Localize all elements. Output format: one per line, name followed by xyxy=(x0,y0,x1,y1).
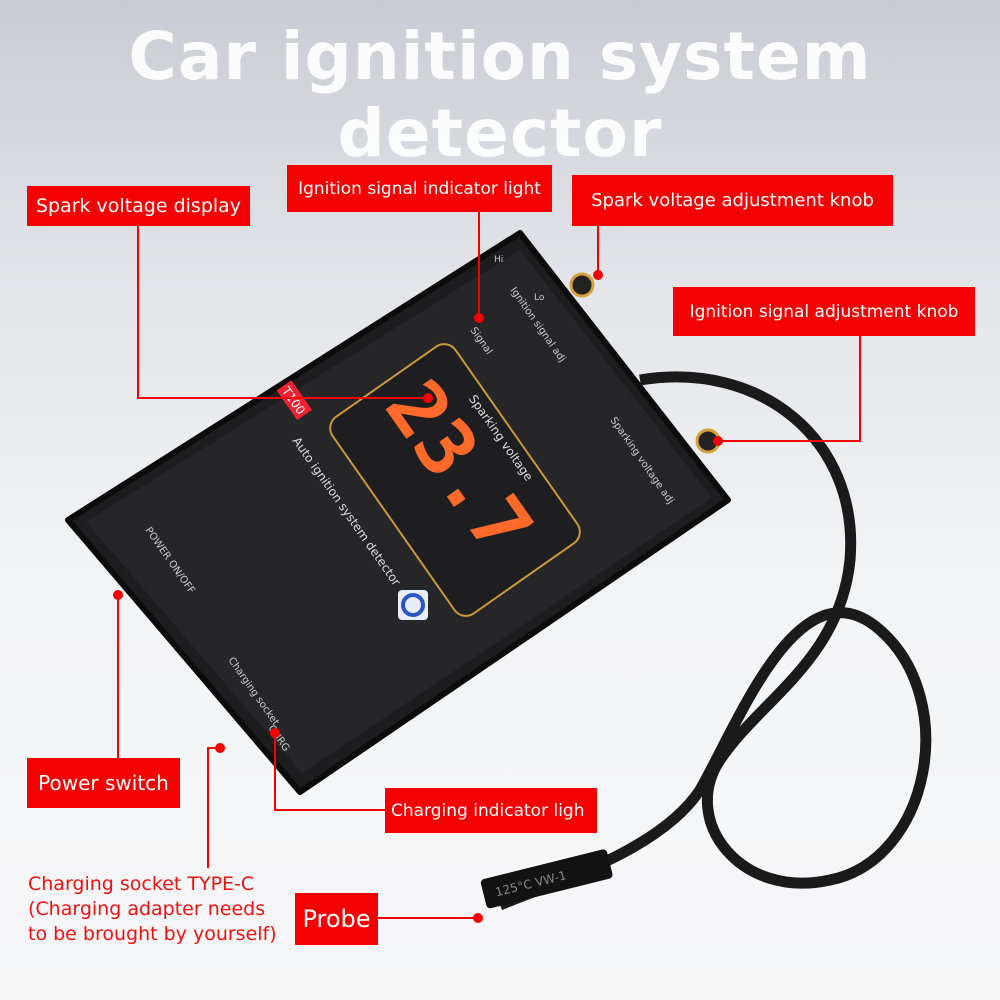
callout-probe: Probe xyxy=(295,893,378,945)
lo-label: Lo xyxy=(534,293,545,303)
callout-charging-socket: Charging socket TYPE-C (Charging adapter… xyxy=(28,872,277,947)
callout-ignition-signal-indicator: Ignition signal indicator light xyxy=(287,165,552,212)
ignition-signal-knob[interactable] xyxy=(569,272,595,298)
display-frame xyxy=(329,343,581,617)
probe: 125°C VW-1 xyxy=(480,849,613,909)
charging-socket-line-3: to be brought by yourself) xyxy=(28,923,277,945)
page-title: Car ignition system detector xyxy=(128,18,872,172)
callout-spark-voltage-knob: Spark voltage adjustment knob xyxy=(572,175,893,226)
callout-ignition-signal-knob: Ignition signal adjustment knob xyxy=(673,287,975,336)
probe-cable xyxy=(497,371,932,911)
callout-spark-voltage-display: Spark voltage display xyxy=(27,186,250,226)
charging-socket-line-2: (Charging adapter needs xyxy=(28,898,266,920)
charging-socket-line-1: Charging socket TYPE-C xyxy=(28,873,255,895)
callout-power-switch: Power switch xyxy=(27,758,180,808)
callout-charging-indicator: Charging indicator ligh xyxy=(385,788,597,833)
hi-label: Hi xyxy=(494,255,503,265)
callout-dots xyxy=(113,270,723,923)
